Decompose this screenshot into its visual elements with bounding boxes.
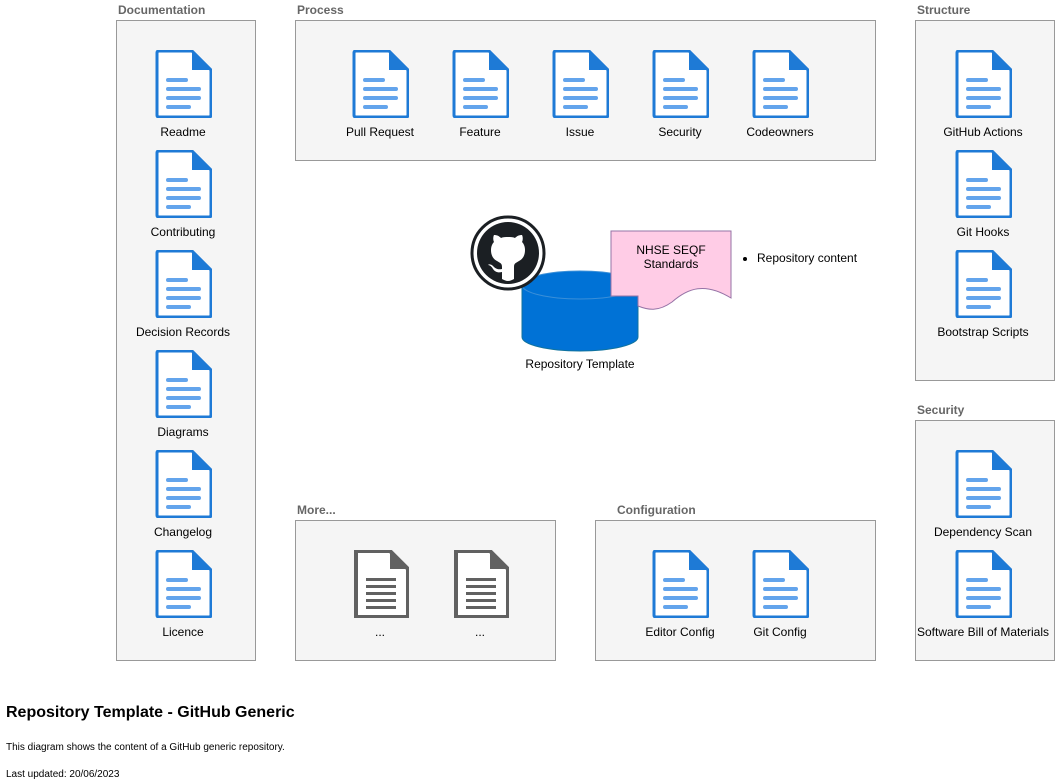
standards-document-shape: [610, 230, 732, 310]
page-description: This diagram shows the content of a GitH…: [6, 742, 285, 753]
more-group: [295, 520, 556, 661]
doc-issue-label: Issue: [565, 125, 595, 139]
configuration-group: [595, 520, 876, 661]
repository-template: [470, 215, 639, 352]
github-icon: [470, 215, 546, 291]
doc-diagrams-label: Diagrams: [157, 425, 209, 439]
document-icon: [452, 50, 509, 118]
last-updated: Last updated: 20/06/2023: [6, 769, 120, 780]
doc-changelog: Changelog: [113, 450, 253, 550]
doc-feature-label: Feature: [459, 125, 501, 139]
document-icon: [652, 550, 709, 618]
doc-editor-config: Editor Config: [610, 550, 750, 650]
doc-pull-request: Pull Request: [310, 50, 450, 150]
document-icon: [155, 250, 212, 318]
doc-licence: Licence: [113, 550, 253, 650]
doc-bootstrap-scripts-label: Bootstrap Scripts: [937, 325, 1029, 339]
doc-readme-label: Readme: [160, 125, 206, 139]
doc-bootstrap-scripts: Bootstrap Scripts: [913, 250, 1053, 350]
repository-content-item: Repository content: [757, 251, 857, 265]
doc-sbom: Software Bill of Materials: [913, 550, 1053, 650]
document-icon: [454, 550, 509, 618]
doc-dependency-scan-label: Dependency Scan: [933, 525, 1033, 539]
document-icon: [955, 250, 1012, 318]
doc-readme: Readme: [113, 50, 253, 150]
doc-licence-label: Licence: [162, 625, 204, 639]
doc-codeowners-label: Codeowners: [746, 125, 814, 139]
doc-diagrams: Diagrams: [113, 350, 253, 450]
doc-dependency-scan: Dependency Scan: [913, 450, 1053, 550]
document-icon: [155, 550, 212, 618]
documentation-group-title: Documentation: [118, 3, 206, 17]
doc-git-config: Git Config: [710, 550, 850, 650]
document-icon: [354, 550, 409, 618]
process-group-title: Process: [297, 3, 344, 17]
doc-github-actions: GitHub Actions: [913, 50, 1053, 150]
doc-contributing-label: Contributing: [150, 225, 216, 239]
doc-security-policy: Security: [610, 50, 750, 150]
document-icon: [552, 50, 609, 118]
document-icon: [155, 450, 212, 518]
document-icon: [955, 50, 1012, 118]
repository-content-list: Repository content: [740, 251, 857, 265]
doc-decision-records-label: Decision Records: [135, 325, 231, 339]
document-icon: [352, 50, 409, 118]
security-group-title: Security: [917, 403, 965, 417]
doc-more-1-label: ...: [374, 625, 385, 639]
document-icon: [955, 450, 1012, 518]
standards-label: NHSE SEQF Standards: [636, 243, 706, 271]
doc-sbom-label: Software Bill of Materials: [916, 625, 1050, 639]
doc-git-hooks-label: Git Hooks: [956, 225, 1010, 239]
structure-group-title: Structure: [917, 3, 971, 17]
doc-github-actions-label: GitHub Actions: [943, 125, 1023, 139]
document-icon: [955, 550, 1012, 618]
document-icon: [155, 350, 212, 418]
document-icon: [652, 50, 709, 118]
doc-security-policy-label: Security: [658, 125, 702, 139]
repository-template-label: Repository Template: [525, 357, 635, 371]
doc-pull-request-label: Pull Request: [345, 125, 415, 139]
document-icon: [155, 50, 212, 118]
doc-more-2: ...: [410, 550, 550, 650]
doc-more-2-label: ...: [474, 625, 485, 639]
document-icon: [155, 150, 212, 218]
doc-decision-records: Decision Records: [113, 250, 253, 350]
doc-contributing: Contributing: [113, 150, 253, 250]
more-group-title: More...: [297, 503, 336, 517]
document-icon: [752, 550, 809, 618]
doc-feature: Feature: [410, 50, 550, 150]
doc-git-config-label: Git Config: [753, 625, 807, 639]
doc-editor-config-label: Editor Config: [645, 625, 715, 639]
document-icon: [955, 150, 1012, 218]
doc-codeowners: Codeowners: [710, 50, 850, 150]
doc-changelog-label: Changelog: [153, 525, 213, 539]
page-title: Repository Template - GitHub Generic: [6, 704, 295, 721]
doc-more-1: ...: [310, 550, 450, 650]
configuration-group-title: Configuration: [617, 503, 696, 517]
doc-git-hooks: Git Hooks: [913, 150, 1053, 250]
doc-issue: Issue: [510, 50, 650, 150]
document-icon: [752, 50, 809, 118]
database-icon: [521, 270, 639, 352]
